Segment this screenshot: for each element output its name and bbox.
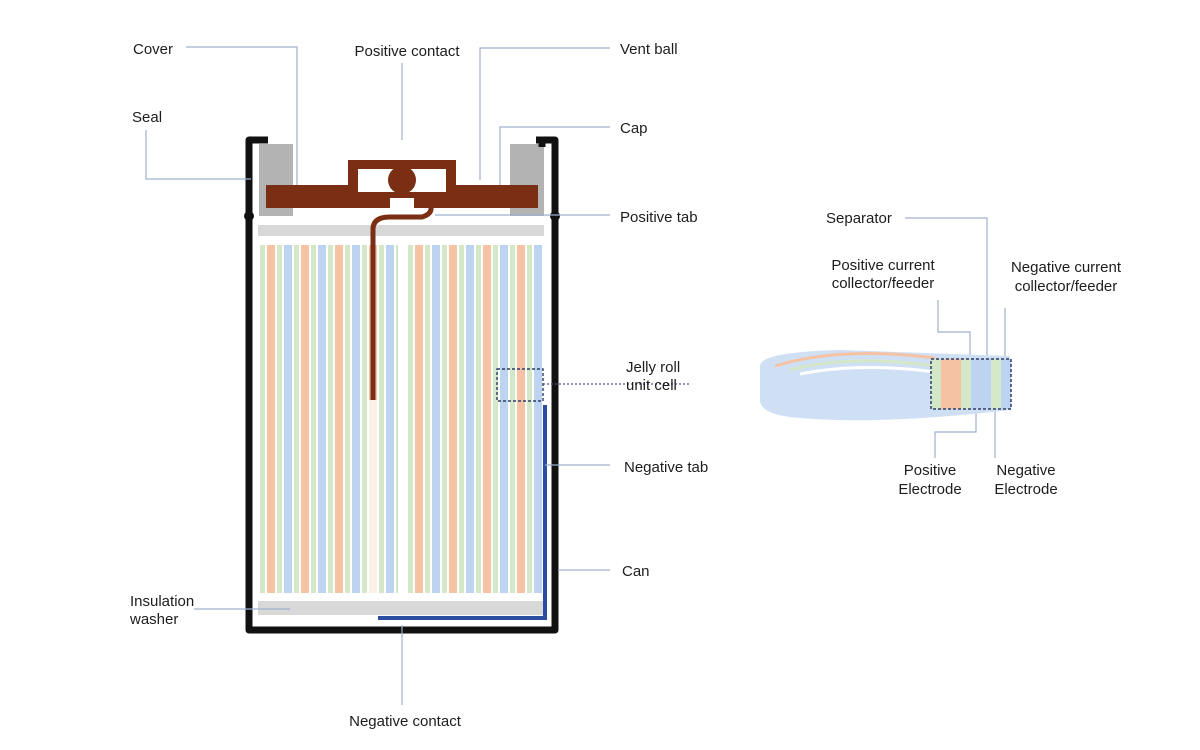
strip-positive-electrode (301, 245, 309, 593)
unit-cell-layers (931, 359, 1011, 409)
strip-negative-electrode (432, 245, 440, 593)
vent-ball (388, 166, 416, 194)
label-insulation-washer-1: Insulation (130, 593, 194, 610)
label-positive-contact: Positive contact (354, 43, 460, 60)
label-jelly-roll-2: unit cell (626, 377, 677, 394)
strip-negative-electrode (284, 245, 292, 593)
can-groove-left (244, 211, 254, 221)
label-positive-tab: Positive tab (620, 209, 698, 226)
strip-separator (328, 245, 333, 593)
strip-positive-electrode (415, 245, 423, 593)
roll-layer-core (799, 365, 936, 376)
label-seal: Seal (132, 109, 162, 126)
strip-negative-electrode (500, 245, 508, 593)
strip-positive-electrode (449, 245, 457, 593)
strip-negative-electrode (534, 245, 542, 593)
label-negative-contact: Negative contact (349, 713, 462, 730)
label-positive-electrode-1: Positive (904, 462, 957, 479)
label-vent-ball: Vent ball (620, 41, 678, 58)
label-can: Can (622, 563, 650, 580)
layer-negative-electrode (981, 359, 991, 409)
layer-negative-electrode (1001, 359, 1011, 409)
strip-separator (493, 245, 498, 593)
positive-tab (370, 206, 434, 400)
label-cover: Cover (133, 41, 173, 58)
strip-separator (311, 245, 316, 593)
label-negative-tab: Negative tab (624, 459, 708, 476)
strip-positive-electrode (483, 245, 491, 593)
strip-separator (442, 245, 447, 593)
layer-positive-electrode (941, 359, 951, 409)
label-cap: Cap (620, 120, 648, 137)
label-positive-collector-2: collector/feeder (832, 275, 935, 292)
layer-positive-electrode (951, 359, 961, 409)
strip-positive-electrode (517, 245, 525, 593)
strip-positive-electrode (267, 245, 275, 593)
strip-positive-electrode (335, 245, 343, 593)
cap (266, 160, 538, 208)
core-lower (369, 400, 377, 593)
roll-layer-positive (774, 352, 936, 368)
strip-separator (277, 245, 282, 593)
negative-tab (378, 405, 547, 620)
leader-lines (145, 46, 1006, 705)
strip-negative-electrode (466, 245, 474, 593)
layer-separator (991, 359, 1001, 409)
top-insulator (258, 225, 544, 236)
strip-negative-electrode (352, 245, 360, 593)
label-insulation-washer-2: washer (129, 611, 178, 628)
strip-separator (362, 245, 367, 593)
strip-separator (294, 245, 299, 593)
strip-negative-electrode (318, 245, 326, 593)
label-jelly-roll-1: Jelly roll (626, 359, 680, 376)
label-negative-collector-2: collector/feeder (1015, 278, 1118, 295)
label-positive-collector-1: Positive current (831, 257, 935, 274)
strip-separator (345, 245, 350, 593)
strip-separator (396, 245, 398, 593)
strip-separator (527, 245, 532, 593)
strip-separator (510, 245, 515, 593)
strip-separator (459, 245, 464, 593)
layer-separator (961, 359, 971, 409)
insulation-washer (258, 601, 544, 615)
label-separator: Separator (826, 210, 892, 227)
label-negative-collector-1: Negative current (1011, 259, 1122, 276)
strip-separator (408, 245, 413, 593)
roll-layer-separator (789, 359, 936, 372)
strip-separator (379, 245, 384, 593)
unit-cell-detail-marker (930, 358, 1012, 410)
mandrel-gap (398, 245, 406, 593)
can-groove-right (550, 211, 560, 221)
label-negative-electrode-2: Electrode (994, 481, 1057, 498)
layer-separator (931, 359, 941, 409)
label-positive-electrode-2: Electrode (898, 481, 961, 498)
unit-cell-marker (496, 368, 544, 402)
label-negative-electrode-1: Negative (996, 462, 1055, 479)
strip-separator (260, 245, 265, 593)
strip-separator (476, 245, 481, 593)
strip-separator (425, 245, 430, 593)
labels: Cover Positive contact Vent ball Seal Ca… (129, 41, 1122, 730)
jelly-roll-detail (760, 350, 1012, 421)
layer-negative-electrode (971, 359, 981, 409)
strip-negative-electrode (386, 245, 394, 593)
